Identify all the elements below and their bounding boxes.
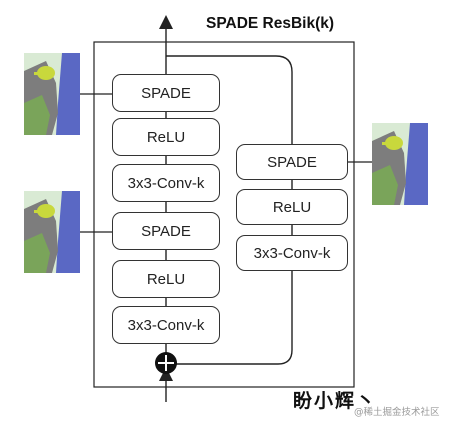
segmentation-map-bottom-image <box>24 191 80 273</box>
conv-block-1: 3x3-Conv-k <box>112 164 220 202</box>
segmentation-map-right-image <box>372 123 428 205</box>
shortcut-conv-block: 3x3-Conv-k <box>236 235 348 271</box>
watermark-text: @稀土掘金技术社区 <box>354 407 440 418</box>
segmentation-map-right <box>372 123 428 205</box>
spade-block-2: SPADE <box>112 212 220 250</box>
relu-block-2: ReLU <box>112 260 220 298</box>
segmentation-map-top-image <box>24 53 80 135</box>
relu-block-1: ReLU <box>112 118 220 156</box>
resblock-outline <box>93 41 355 388</box>
author-signature: 盼小辉丶 <box>293 390 378 412</box>
segmentation-map-top <box>24 53 80 135</box>
spade-block-1: SPADE <box>112 74 220 112</box>
block-title: SPADE ResBik(k) <box>206 15 335 32</box>
shortcut-relu-block: ReLU <box>236 189 348 225</box>
shortcut-spade-block: SPADE <box>236 144 348 180</box>
conv-block-2: 3x3-Conv-k <box>112 306 220 344</box>
segmentation-map-bottom <box>24 191 80 273</box>
